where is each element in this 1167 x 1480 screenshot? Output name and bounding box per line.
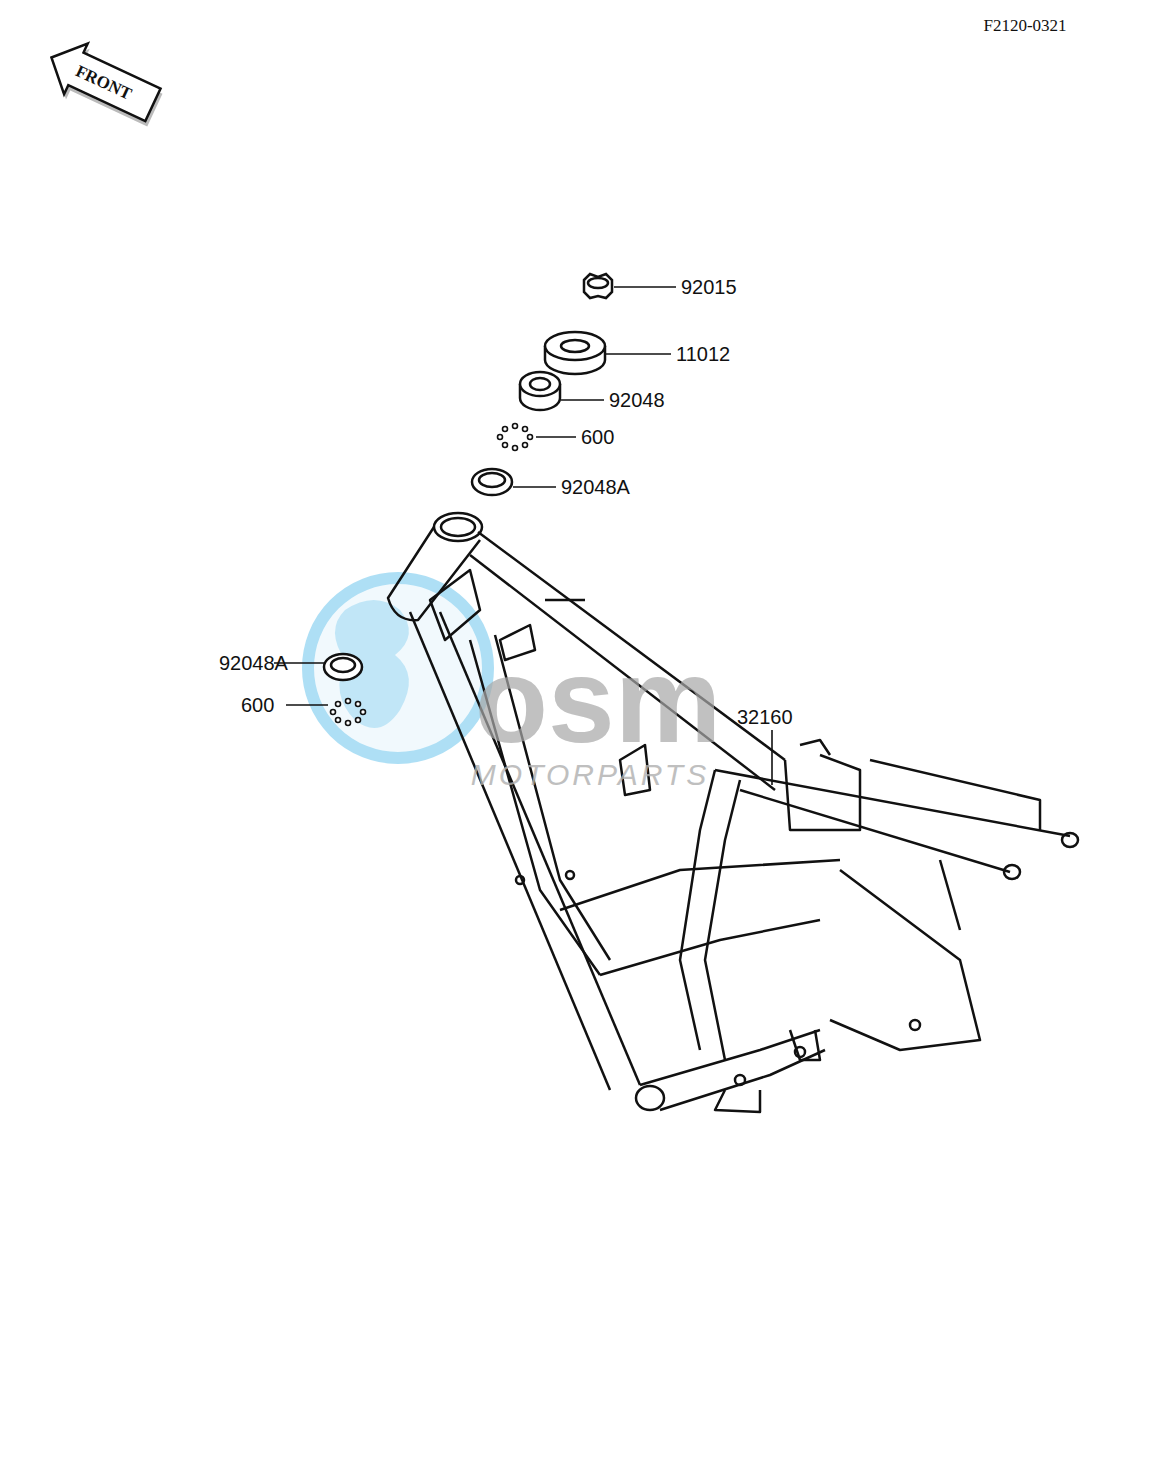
callout-number: 92048A [219,653,288,673]
callout-number: 600 [241,695,274,715]
callout-number: 11012 [676,344,730,364]
callout-number: 92015 [681,277,737,297]
motorcycle-frame [388,513,1078,1112]
callout-number: 600 [581,427,614,447]
front-arrow [38,32,168,135]
callout-number: 92048A [561,477,630,497]
leader-lines [274,287,772,785]
callout-number: 32160 [737,707,793,727]
watermark-logo: osm [475,640,722,760]
drawing-number: F2120-0321 [983,17,1066,34]
watermark-text: MOTORPARTS [471,760,709,790]
callout-number: 92048 [609,390,665,410]
